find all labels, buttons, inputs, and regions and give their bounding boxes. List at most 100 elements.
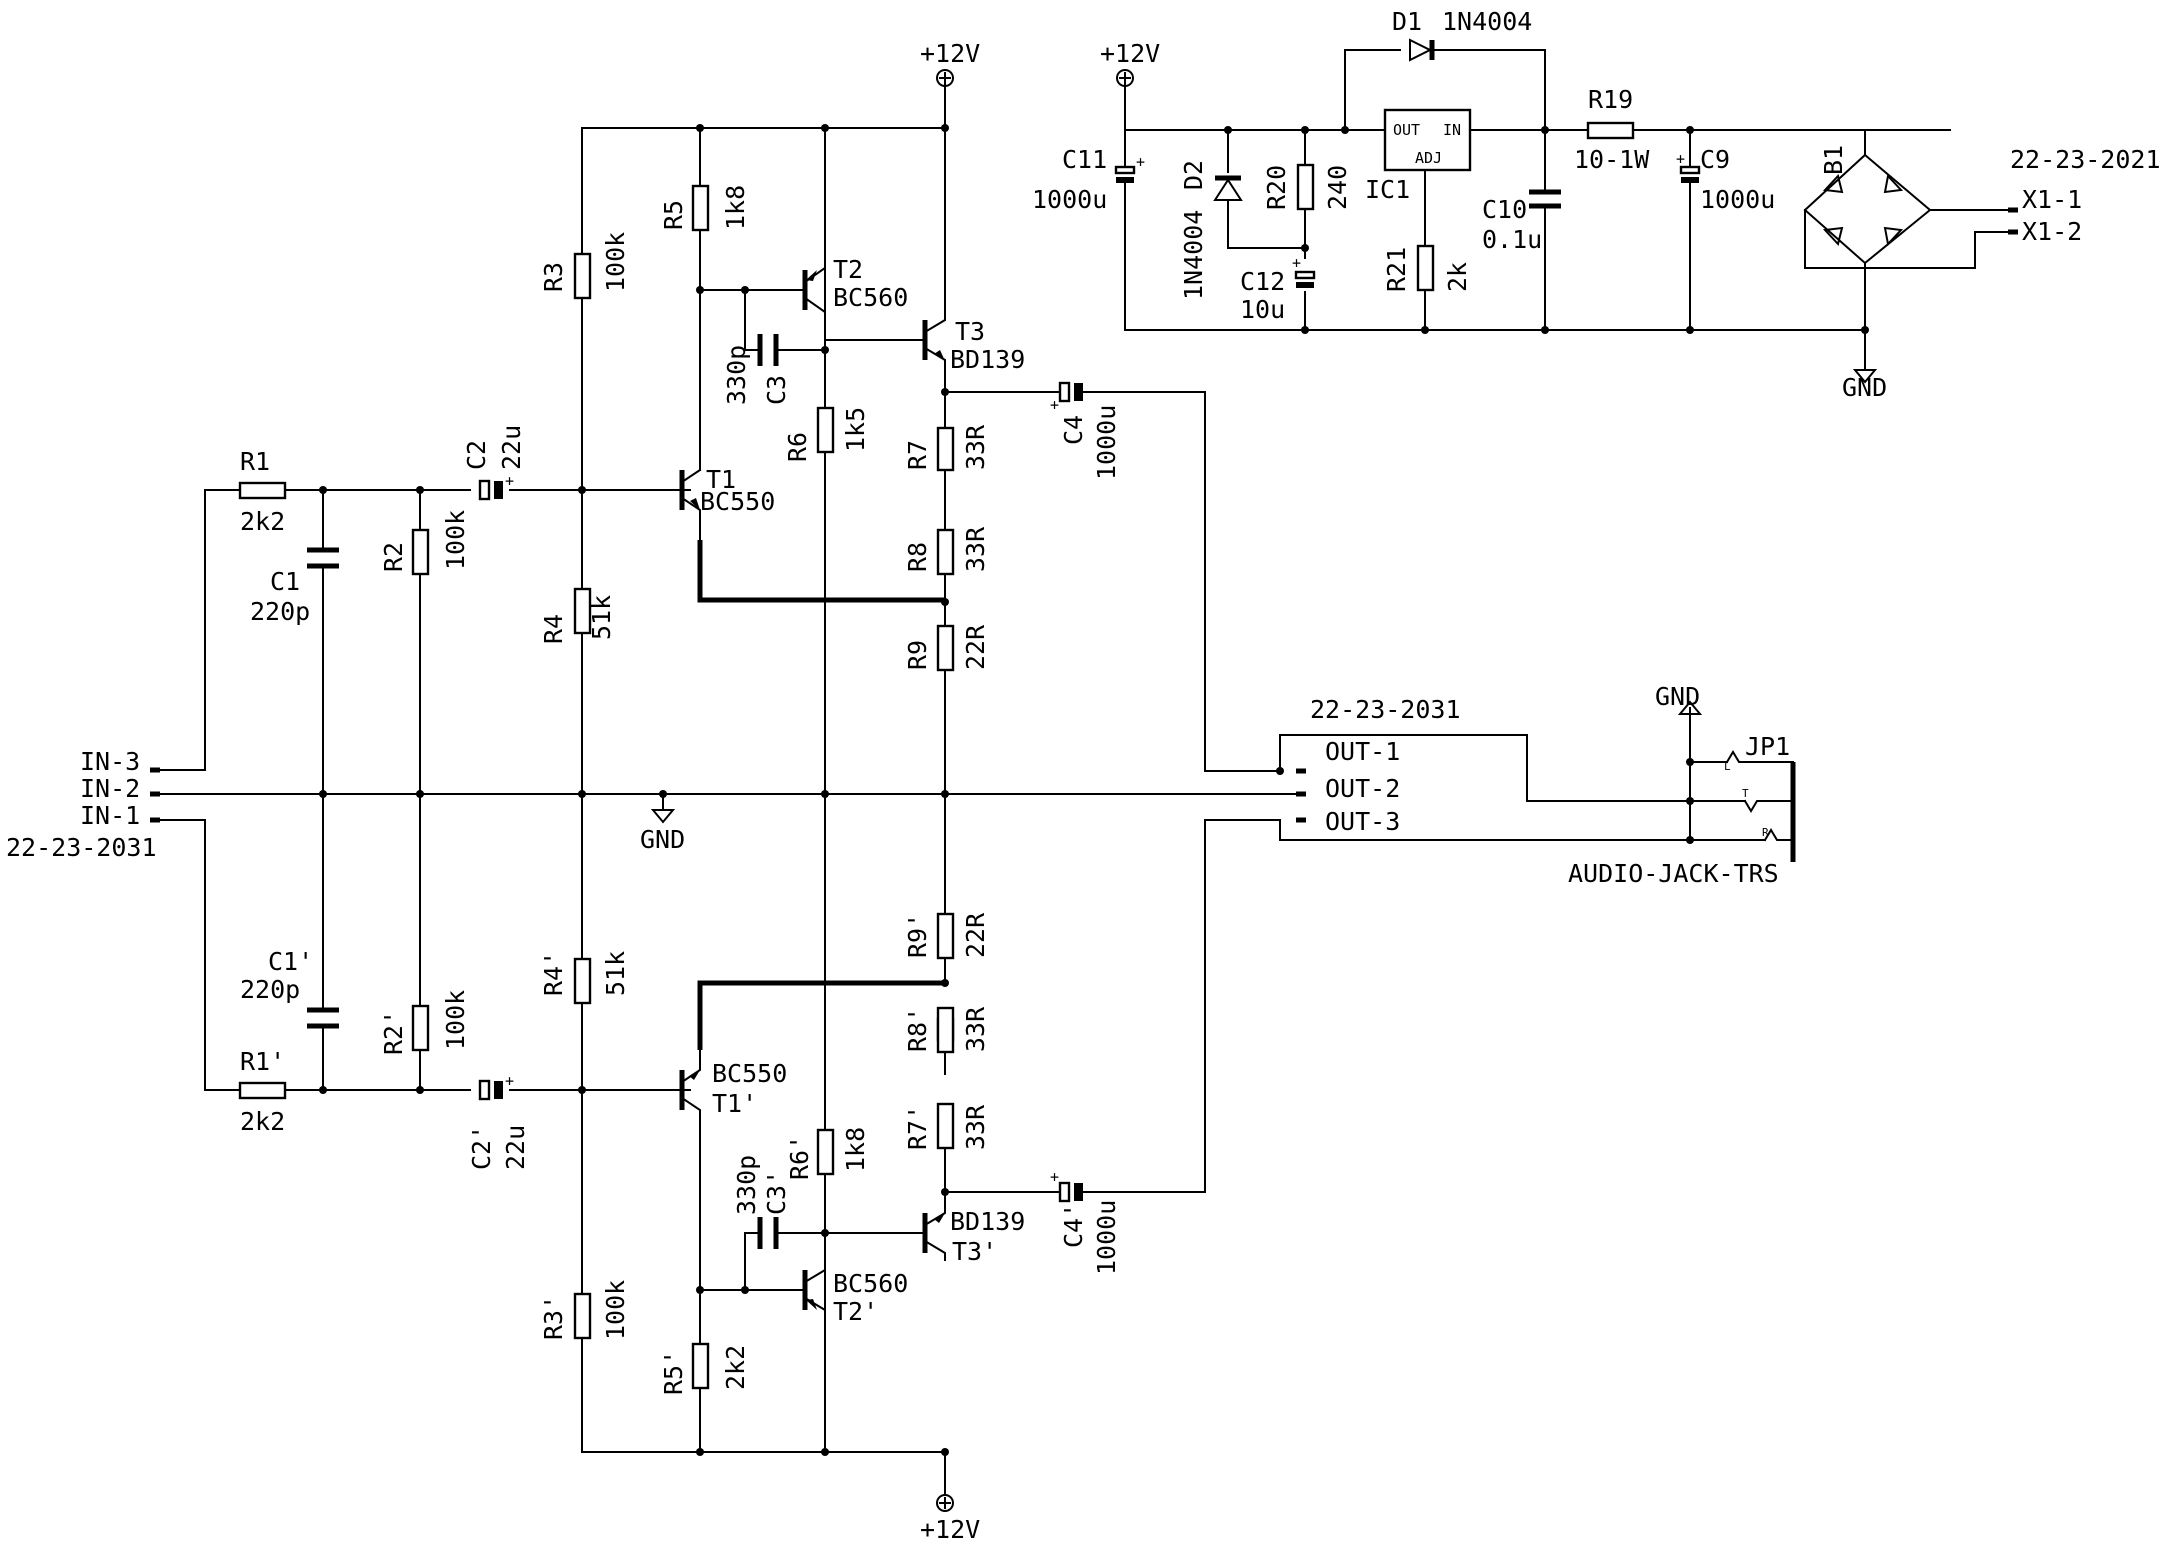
- resistor-r21: R21 2k: [1382, 244, 1472, 292]
- t1-value: BC550: [700, 487, 775, 516]
- r1-value: 2k2: [240, 507, 285, 536]
- t1-emitter-trace: [697, 540, 945, 603]
- d2-value: 1N4004: [1179, 210, 1208, 300]
- regulator-ic1: OUT IN ADJ IC1: [1365, 108, 1472, 204]
- capacitor-c1-prime: C1' 220p: [240, 947, 339, 1029]
- junction-dot: [696, 286, 704, 294]
- capacitor-c12: + C12 10u: [1240, 254, 1316, 324]
- junction-dot: [1301, 244, 1309, 252]
- junction-dot: [416, 1086, 424, 1094]
- c3p-value: 330p: [732, 1155, 761, 1215]
- resistor-r5: R5 1k8: [659, 184, 750, 232]
- r19-value: 10-1W: [1574, 145, 1650, 174]
- b1-ref: B1: [1819, 145, 1848, 175]
- t1p-emitter-trace: [697, 980, 945, 1050]
- junction-dot: [1301, 326, 1309, 334]
- c4p-value: 1000u: [1092, 1200, 1121, 1275]
- resistor-r6: R6 1k5: [783, 406, 870, 462]
- c11-plus: +: [1136, 153, 1145, 171]
- r8p-value: 33R: [961, 1006, 990, 1052]
- ground-label-psu: GND: [1842, 373, 1887, 402]
- junction-dot: [941, 1448, 949, 1456]
- ground-label-jack: GND: [1655, 682, 1700, 711]
- resistor-r19: R19 10-1W: [1574, 85, 1650, 174]
- capacitor-c1: C1 220p: [250, 547, 339, 626]
- c2-ref: C2: [462, 440, 491, 470]
- c4-plus: +: [1050, 396, 1059, 414]
- r2p-ref: R2': [379, 1010, 408, 1055]
- r6-ref: R6: [783, 432, 812, 462]
- r8p-ref: R8': [903, 1007, 932, 1052]
- resistor-r8-prime: R8' 33R: [903, 1006, 990, 1054]
- input-pin-in3: IN-3: [80, 747, 140, 776]
- vcc-label-psu: +12V: [1100, 39, 1160, 68]
- jack-value: AUDIO-JACK-TRS: [1568, 859, 1779, 888]
- r7p-value: 33R: [961, 1104, 990, 1150]
- r20-ref: R20: [1262, 165, 1291, 210]
- ground-symbol-jack: GND: [1655, 682, 1703, 715]
- input-pin-stub: [150, 767, 160, 823]
- r8-ref: R8: [903, 542, 932, 572]
- c9-value: 1000u: [1700, 185, 1775, 214]
- wire-network: [154, 49, 2011, 1496]
- capacitor-c4-prime: + C4' 1000u: [1050, 1168, 1121, 1275]
- d1-ref: D1: [1392, 7, 1422, 36]
- r5-value: 1k8: [721, 185, 750, 230]
- capacitor-c3-prime: 330p C3': [732, 1155, 791, 1249]
- r2p-value: 100k: [441, 990, 470, 1050]
- transistor-t1-prime: BC550 T1': [581, 980, 945, 1291]
- jack-ref: JP1: [1745, 732, 1790, 761]
- r3-value: 100k: [601, 232, 630, 292]
- r3p-ref: R3': [539, 1295, 568, 1340]
- diode-d1: D1 1N4004: [1392, 7, 1532, 62]
- r9-value: 22R: [961, 624, 990, 670]
- resistor-r9: R9 22R: [903, 624, 990, 672]
- capacitor-c11: + C11 1000u: [1032, 145, 1145, 214]
- resistor-r6-prime: R6' 1k8: [785, 1127, 870, 1180]
- vcc-symbol-top: +12V: [920, 39, 980, 87]
- resistor-r4: R4 51k: [539, 587, 616, 644]
- ground-symbol-psu: GND: [1842, 369, 1887, 402]
- junction-dot: [1224, 126, 1232, 134]
- r2-value: 100k: [441, 510, 470, 570]
- ic1-adj: ADJ: [1415, 149, 1442, 167]
- c1p-value: 220p: [240, 975, 300, 1004]
- input-pin-in1: IN-1: [80, 801, 140, 830]
- c3-value: 330p: [722, 345, 751, 405]
- capacitor-c2: + C2 22u: [462, 425, 526, 501]
- output-pin-out3: OUT-3: [1325, 807, 1400, 836]
- resistor-r4-prime: R4' 51k: [539, 951, 630, 1005]
- r9p-value: 22R: [961, 912, 990, 958]
- junction-dot: [741, 286, 749, 294]
- ground-label: GND: [640, 825, 685, 854]
- output-connector: 22-23-2031 OUT-1 OUT-2 OUT-3: [1296, 695, 1461, 836]
- resistor-r8: R8 33R: [903, 526, 990, 576]
- junction-dot: [696, 1448, 704, 1456]
- junction-dot: [319, 1086, 327, 1094]
- capacitor-c3: 330p C3: [722, 334, 791, 405]
- transistor-t1: T1 BC550: [581, 465, 945, 603]
- transistor-t2: T2 BC560: [789, 127, 908, 351]
- resistor-r7-prime: R7' 33R: [903, 1102, 990, 1150]
- c12-plus: +: [1292, 254, 1301, 272]
- capacitor-c2-prime: + C2' 22u: [467, 1072, 530, 1170]
- output-pin-out2: OUT-2: [1325, 774, 1400, 803]
- junction-dot: [1341, 126, 1349, 134]
- r21-value: 2k: [1443, 262, 1472, 292]
- capacitor-c9: + C9 1000u: [1676, 145, 1775, 214]
- r1p-ref: R1': [240, 1047, 285, 1076]
- r8-value: 33R: [961, 526, 990, 572]
- junction-dot: [741, 1286, 749, 1294]
- r7p-ref: R7': [903, 1105, 932, 1150]
- resistor-r9-prime: R9' 22R: [903, 912, 990, 960]
- jack-contact-t: T: [1742, 787, 1749, 800]
- junction-dot: [1421, 326, 1429, 334]
- junction-dot: [1541, 326, 1549, 334]
- r3p-value: 100k: [601, 1280, 630, 1340]
- junction-dot: [821, 790, 829, 798]
- t3-value: BD139: [950, 345, 1025, 374]
- junction-dot: [416, 790, 424, 798]
- diode-d2: 1N4004 D2: [1179, 160, 1243, 300]
- t1-ref: T1: [706, 465, 736, 494]
